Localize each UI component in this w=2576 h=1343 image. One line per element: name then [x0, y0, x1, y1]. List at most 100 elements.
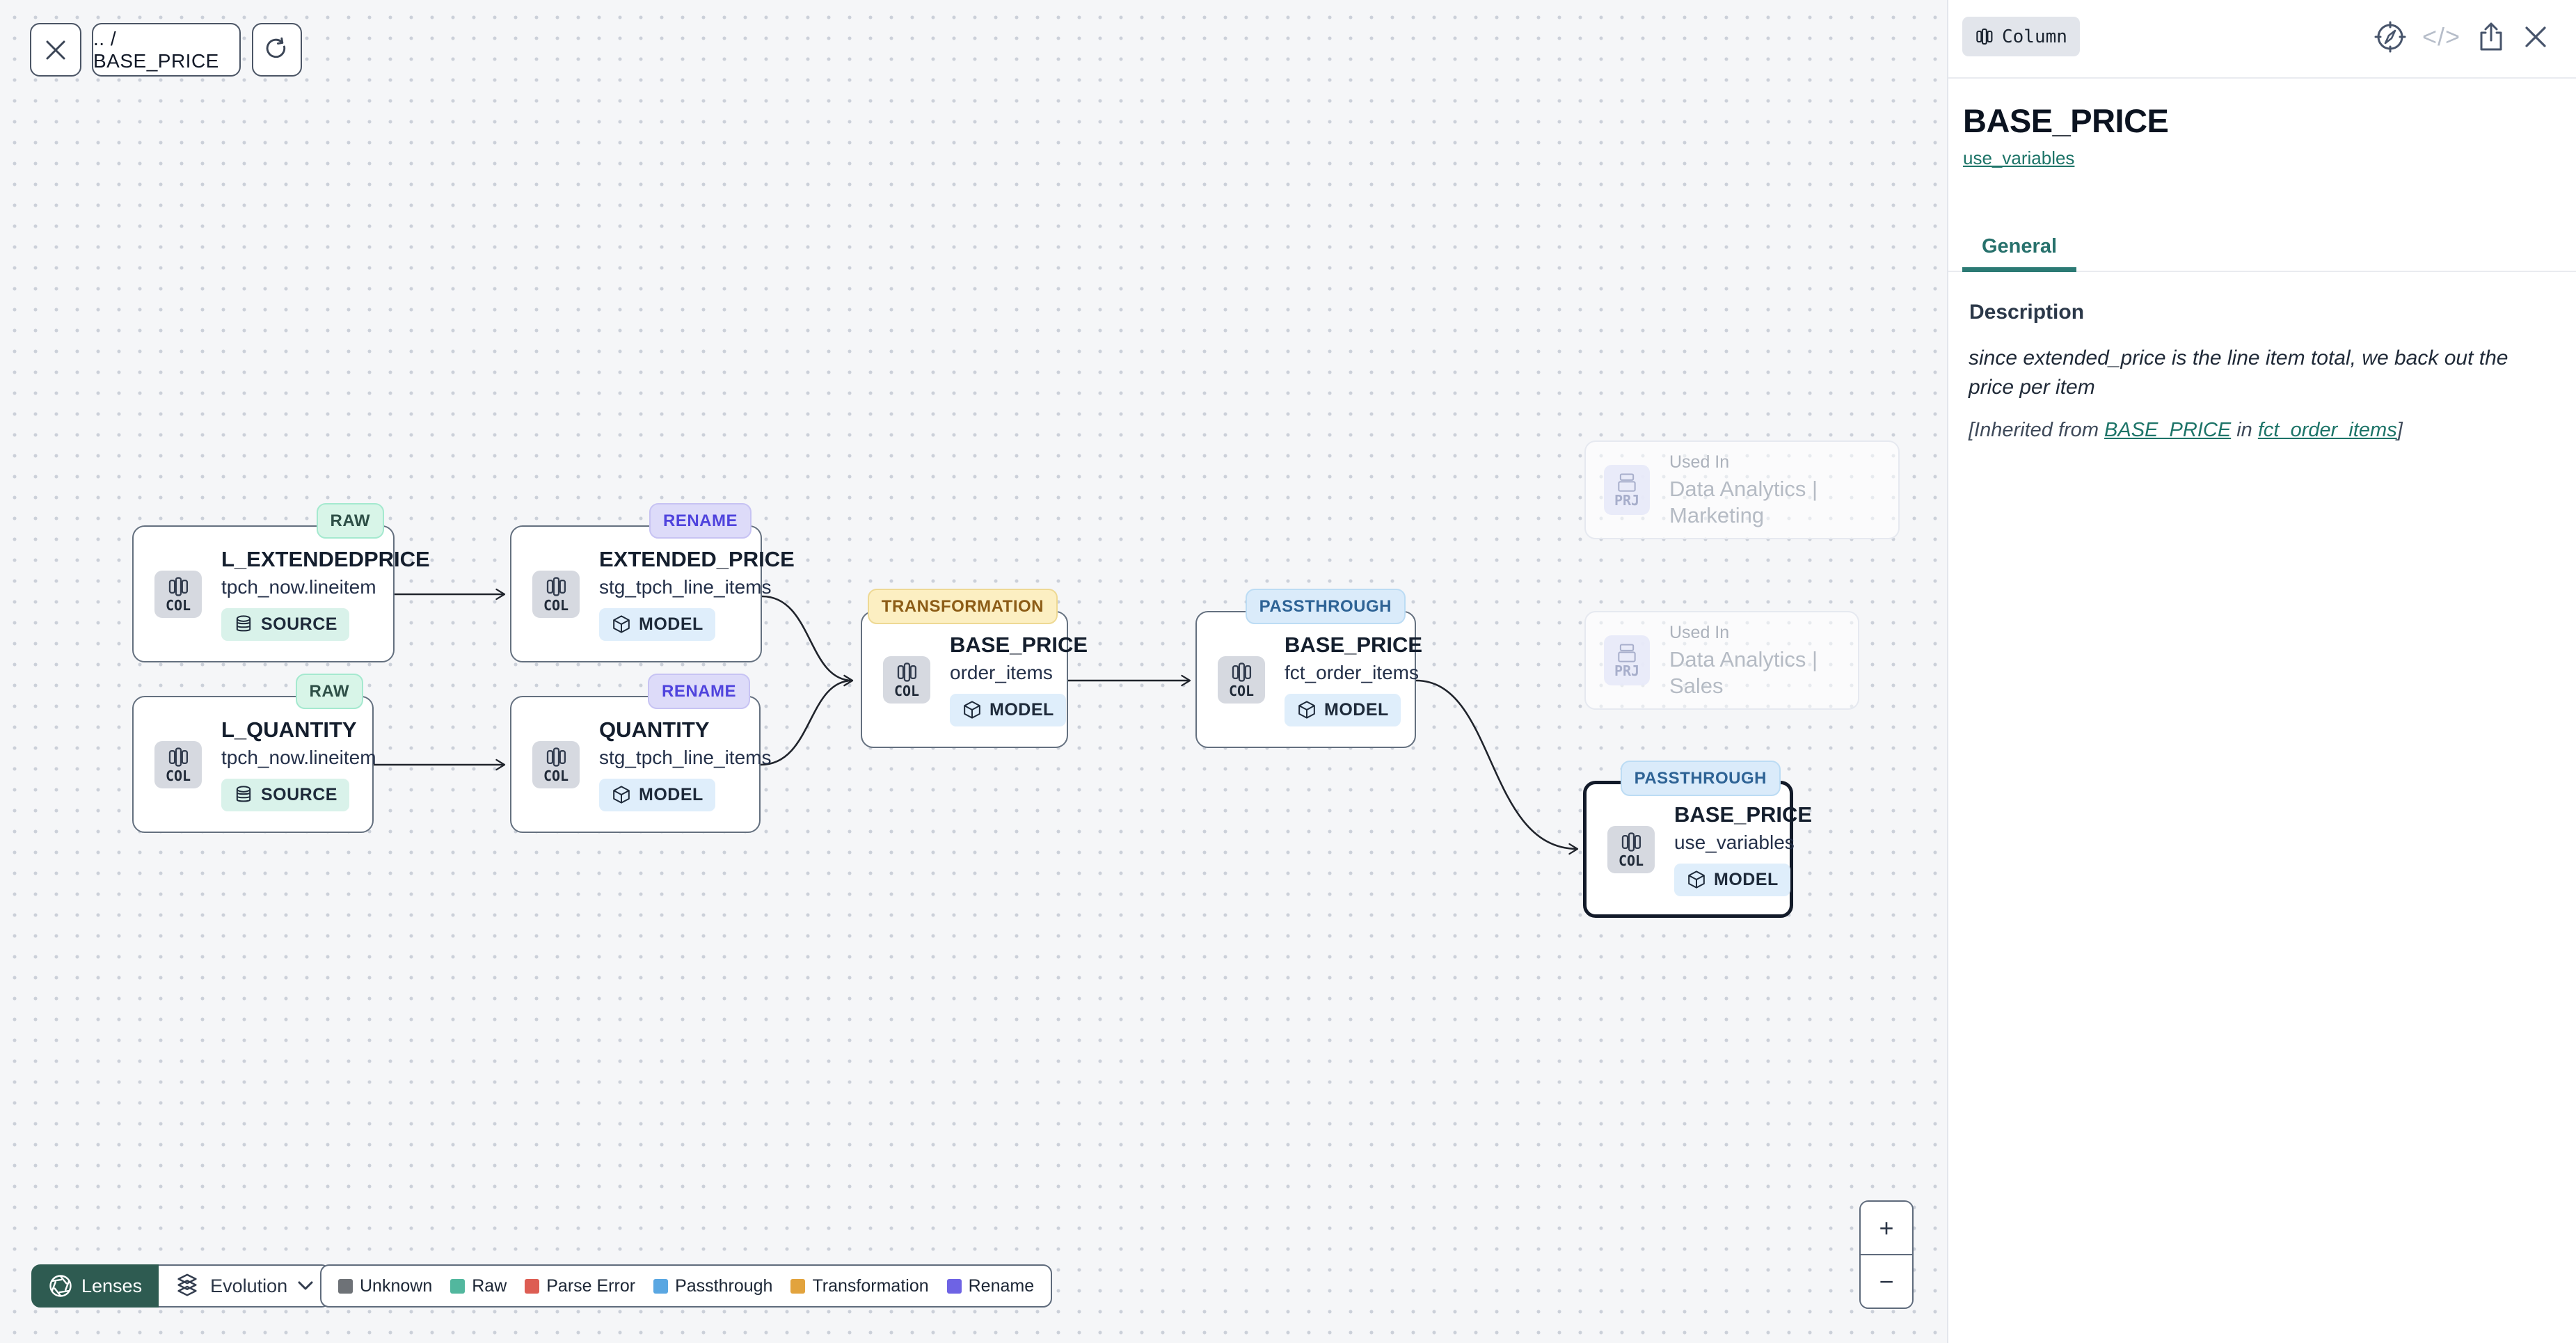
used-in-label: Used In	[1669, 452, 1730, 472]
database-icon	[236, 615, 251, 632]
node-subtitle: tpch_now.lineitem	[221, 746, 376, 768]
panel-title: BASE_PRICE	[1963, 102, 2169, 139]
view-code-button[interactable]: </>	[2422, 22, 2460, 51]
node-kind-chip: SOURCE	[221, 778, 349, 811]
node-title: QUANTITY	[599, 717, 710, 742]
column-type-box: COL	[532, 570, 580, 618]
node-title: BASE_PRICE	[950, 633, 1088, 658]
legend-item: Parse Error	[525, 1276, 635, 1296]
legend-swatch	[790, 1278, 806, 1294]
panel-tabbar: General	[1948, 226, 2576, 272]
edge-type-badge: RENAME	[647, 674, 750, 709]
close-panel-button[interactable]	[2522, 23, 2550, 51]
zoom-in-button[interactable]: +	[1861, 1202, 1912, 1255]
node-kind-chip: SOURCE	[221, 607, 349, 641]
legend-item: Transformation	[790, 1276, 929, 1296]
node-kind-chip: MODEL	[599, 607, 715, 641]
lens-controls: Lenses Evolution	[31, 1264, 331, 1308]
share-button[interactable]	[2476, 21, 2506, 53]
edge-type-badge: RAW	[295, 674, 363, 709]
legend-swatch	[653, 1278, 669, 1294]
lenses-label: Lenses	[81, 1275, 143, 1296]
lineage-canvas[interactable]: .. / BASE_PRICE RAW COL L_EXTENDEDPRICE …	[0, 0, 1947, 1343]
edge-type-badge: RAW	[316, 503, 384, 539]
share-icon	[2480, 22, 2502, 51]
zoom-controls: + −	[1859, 1200, 1914, 1309]
columns-icon	[546, 577, 566, 596]
lens-select[interactable]: Evolution	[159, 1264, 331, 1308]
refresh-icon	[266, 37, 286, 58]
tab-general[interactable]: General	[1962, 226, 2076, 272]
edge-type-badge: RENAME	[649, 503, 752, 539]
database-icon	[236, 786, 251, 802]
column-type-box: COL	[154, 570, 202, 618]
description-heading: Description	[1969, 301, 2085, 324]
lenses-button[interactable]: Lenses	[31, 1264, 159, 1308]
refresh-button[interactable]	[252, 23, 302, 77]
breadcrumb-label: .. / BASE_PRICE	[93, 27, 219, 72]
node-title: EXTENDED_PRICE	[599, 547, 795, 572]
explore-compass-button[interactable]	[2374, 20, 2407, 54]
used-in-card-sales[interactable]: PRJ Used In Data Analytics | Sales	[1584, 611, 1859, 710]
inherited-column-link[interactable]: BASE_PRICE	[2104, 419, 2232, 441]
cube-icon	[613, 786, 630, 804]
node-base-price-fct-order-items[interactable]: PASSTHROUGH COL BASE_PRICE fct_order_ite…	[1195, 589, 1422, 748]
close-lineage-button[interactable]	[30, 23, 81, 77]
node-subtitle: fct_order_items	[1285, 661, 1419, 683]
used-in-label: Used In	[1669, 623, 1730, 643]
columns-icon	[1621, 832, 1641, 852]
cube-icon	[1298, 701, 1315, 720]
node-base-price-order-items[interactable]: TRANSFORMATION COL BASE_PRICE order_item…	[861, 589, 1088, 748]
legend-swatch	[450, 1278, 466, 1294]
code-icon: </>	[2422, 22, 2460, 51]
columns-icon	[546, 747, 566, 767]
project-icon	[1618, 644, 1636, 662]
description-body: since extended_price is the line item to…	[1969, 347, 2509, 399]
compass-icon	[2374, 21, 2406, 53]
used-in-card-marketing[interactable]: PRJ Used In Data Analytics | Marketing	[1584, 440, 1900, 539]
details-panel: Column </>	[1947, 0, 2576, 1343]
lens-selected-label: Evolution	[210, 1275, 288, 1296]
node-l-extendedprice[interactable]: RAW COL L_EXTENDEDPRICE tpch_now.lineite…	[132, 503, 430, 662]
legend: Unknown Raw Parse Error Passthrough Tran…	[320, 1264, 1053, 1308]
breadcrumb[interactable]: .. / BASE_PRICE	[92, 23, 241, 77]
columns-icon	[168, 577, 189, 596]
node-subtitle: tpch_now.lineitem	[221, 575, 376, 598]
inherited-model-link[interactable]: fct_order_items	[2257, 419, 2397, 441]
zoom-out-button[interactable]: −	[1861, 1255, 1912, 1308]
aperture-icon	[49, 1275, 72, 1297]
inherited-note: [Inherited from BASE_PRICE in fct_order_…	[1969, 419, 2403, 441]
node-subtitle: use_variables	[1674, 831, 1795, 853]
node-l-quantity[interactable]: RAW COL L_QUANTITY tpch_now.lineitem SOU…	[132, 674, 376, 833]
close-icon	[2525, 26, 2546, 47]
legend-swatch	[946, 1278, 962, 1294]
node-kind-chip: MODEL	[1285, 693, 1401, 726]
columns-icon	[1976, 28, 1993, 45]
node-kind-chip: MODEL	[950, 693, 1066, 726]
edge	[760, 674, 854, 766]
node-subtitle: order_items	[950, 661, 1053, 683]
node-quantity[interactable]: RENAME COL QUANTITY stg_tpch_line_items …	[510, 674, 771, 833]
cube-icon	[1688, 871, 1705, 889]
chevron-down-icon	[298, 1281, 313, 1290]
close-icon	[46, 40, 65, 59]
legend-swatch	[338, 1278, 353, 1294]
column-type-box: COL	[532, 740, 580, 788]
node-title: BASE_PRICE	[1674, 802, 1813, 827]
node-subtitle: stg_tpch_line_items	[599, 746, 772, 768]
node-title: L_EXTENDEDPRICE	[221, 547, 430, 572]
entity-type-chip: Column	[1962, 17, 2080, 56]
node-kind-chip: MODEL	[599, 778, 715, 811]
node-base-price-use-variables[interactable]: PASSTHROUGH COL BASE_PRICE use_variables…	[1583, 761, 1812, 918]
node-extended-price[interactable]: RENAME COL EXTENDED_PRICE stg_tpch_line_…	[510, 503, 795, 662]
legend-item: Passthrough	[653, 1276, 772, 1296]
model-link[interactable]: use_variables	[1963, 148, 2075, 168]
node-kind-chip: MODEL	[1674, 863, 1790, 896]
column-type-box: COL	[883, 655, 930, 704]
edge	[1415, 679, 1579, 855]
project-icon-box: PRJ	[1604, 635, 1650, 685]
columns-icon	[897, 662, 917, 682]
edge-type-badge: PASSTHROUGH	[1620, 761, 1781, 796]
edge-type-badge: TRANSFORMATION	[867, 589, 1058, 624]
